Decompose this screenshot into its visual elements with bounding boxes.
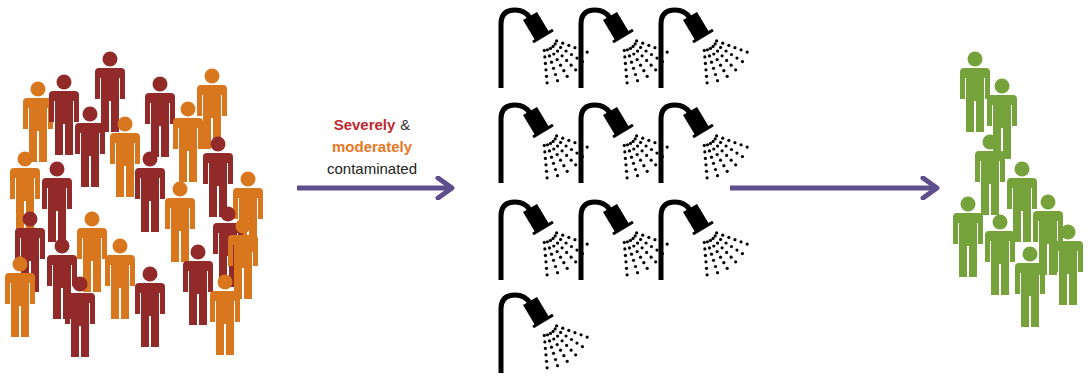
shower-icon	[661, 10, 749, 88]
person-icon	[65, 277, 95, 358]
clean-crowd	[953, 52, 1083, 328]
person-icon	[23, 82, 53, 163]
shower-icon	[501, 10, 589, 88]
person-icon	[135, 267, 165, 348]
flow-arrow	[297, 186, 452, 191]
person-icon	[145, 77, 175, 158]
person-icon	[1053, 225, 1083, 306]
shower-icon	[501, 202, 589, 280]
shower-icon	[661, 105, 749, 183]
shower-icon	[581, 10, 669, 88]
person-icon	[75, 107, 105, 188]
shower-icon	[581, 202, 669, 280]
label-line: contaminated	[272, 160, 472, 178]
person-icon	[135, 152, 165, 233]
person-icon	[183, 245, 213, 326]
person-icon	[10, 152, 40, 233]
arrow-label: contaminated	[327, 160, 417, 178]
person-icon	[5, 257, 35, 338]
shower-icon	[501, 295, 589, 373]
shower-icon	[661, 202, 749, 280]
person-icon	[953, 197, 983, 278]
person-icon	[975, 135, 1005, 216]
arrow-label: Severely	[334, 116, 396, 134]
person-icon	[42, 162, 72, 243]
person-icon	[203, 137, 233, 218]
flow-arrow	[730, 186, 937, 191]
shower-grid	[501, 10, 749, 373]
person-icon	[105, 239, 135, 320]
shower-icon	[581, 105, 669, 183]
contaminated-crowd	[5, 52, 263, 358]
person-icon	[165, 182, 195, 263]
person-icon	[1007, 162, 1037, 243]
arrow-label: &	[400, 116, 410, 134]
person-icon	[210, 275, 240, 356]
label-line: moderately	[272, 138, 472, 156]
arrow-label: moderately	[332, 138, 412, 156]
shower-icon	[501, 105, 589, 183]
person-icon	[228, 219, 258, 300]
person-icon	[49, 75, 79, 156]
label-line: Severely&	[272, 116, 472, 134]
person-icon	[1033, 195, 1063, 276]
person-icon	[173, 102, 203, 183]
person-icon	[960, 52, 990, 133]
person-icon	[985, 215, 1015, 296]
person-icon	[1015, 247, 1045, 328]
